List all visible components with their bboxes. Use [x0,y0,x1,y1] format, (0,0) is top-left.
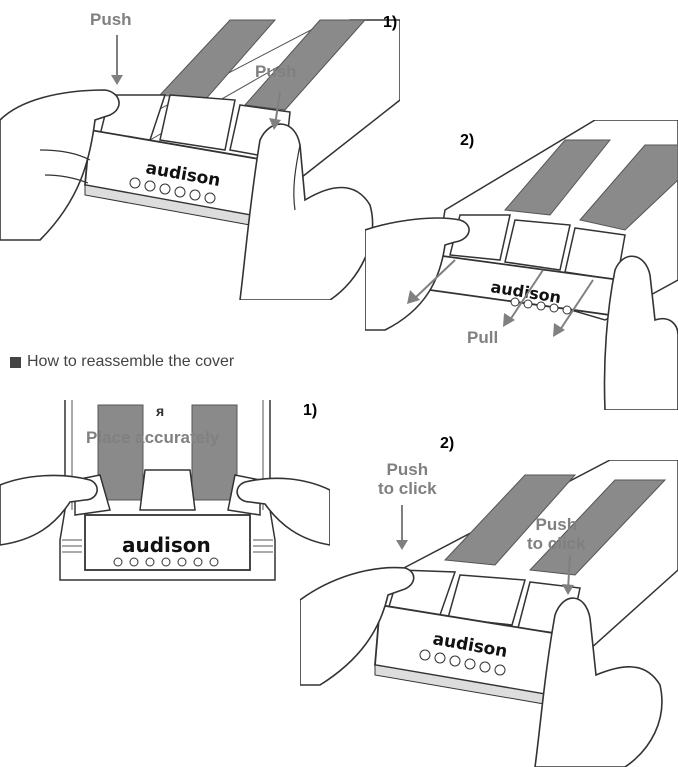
push-arrow-left [396,540,408,550]
reassembly-step1-number: 1) [303,402,318,419]
brand-logo: audison [122,533,211,557]
left-hand [365,217,470,331]
push-arrow-left [111,75,123,85]
left-hand [0,474,98,546]
push-arrow-right [269,118,281,130]
reassembly-step2-illustration: audison [300,460,678,767]
heatsink-right [243,19,367,111]
right-hand [603,255,678,410]
left-hand [300,566,415,686]
heatsink-left [504,139,612,216]
connector-row [129,177,216,204]
push-label-left: Push [90,10,132,29]
push-label-right: Push [255,62,297,81]
pull-arrow-right [553,323,565,337]
pull-label: Pull [467,328,499,347]
bullet-square-icon [10,356,21,368]
reassembly-step1-illustration: audison ᴙ Place accurately [0,400,330,590]
heatsink-right [528,479,667,576]
heatsink-left [97,404,144,501]
section-title-reassemble: How to reassemble the cover [10,353,234,371]
amplifier-pull-illustration: audison [365,120,678,410]
push-to-click-label-left: Push to click [378,460,437,498]
heatsink-left [443,474,577,566]
right-hand [236,477,330,546]
place-accurately-label: Place accurately [86,428,220,447]
right-hand [534,597,663,767]
amplifier-place-illustration: audison [0,400,330,581]
reassembly-step2-number: 2) [440,435,455,452]
pull-arrow-left [407,290,420,304]
left-hand [0,89,120,241]
disassembly-step2-illustration: audison Pull [365,120,678,410]
push-to-click-label-right: Push to click [527,515,586,553]
disassembly-step1-number: 1) [383,14,398,31]
connector-row [510,297,572,315]
amplifier-push-illustration: audison [0,19,400,300]
disassembly-step1-illustration: audison Push Push [0,0,400,300]
logo-mark: ᴙ [156,403,165,419]
right-hand [239,123,374,300]
amplifier-click-illustration: audison [300,460,678,767]
push-arrow-right [562,584,574,595]
connector-row [113,557,219,567]
heatsink-right [191,404,238,501]
disassembly-step2-number: 2) [460,132,475,149]
connector-row [419,649,506,676]
pull-arrow-center [503,313,515,327]
heatsink-right [579,144,678,231]
